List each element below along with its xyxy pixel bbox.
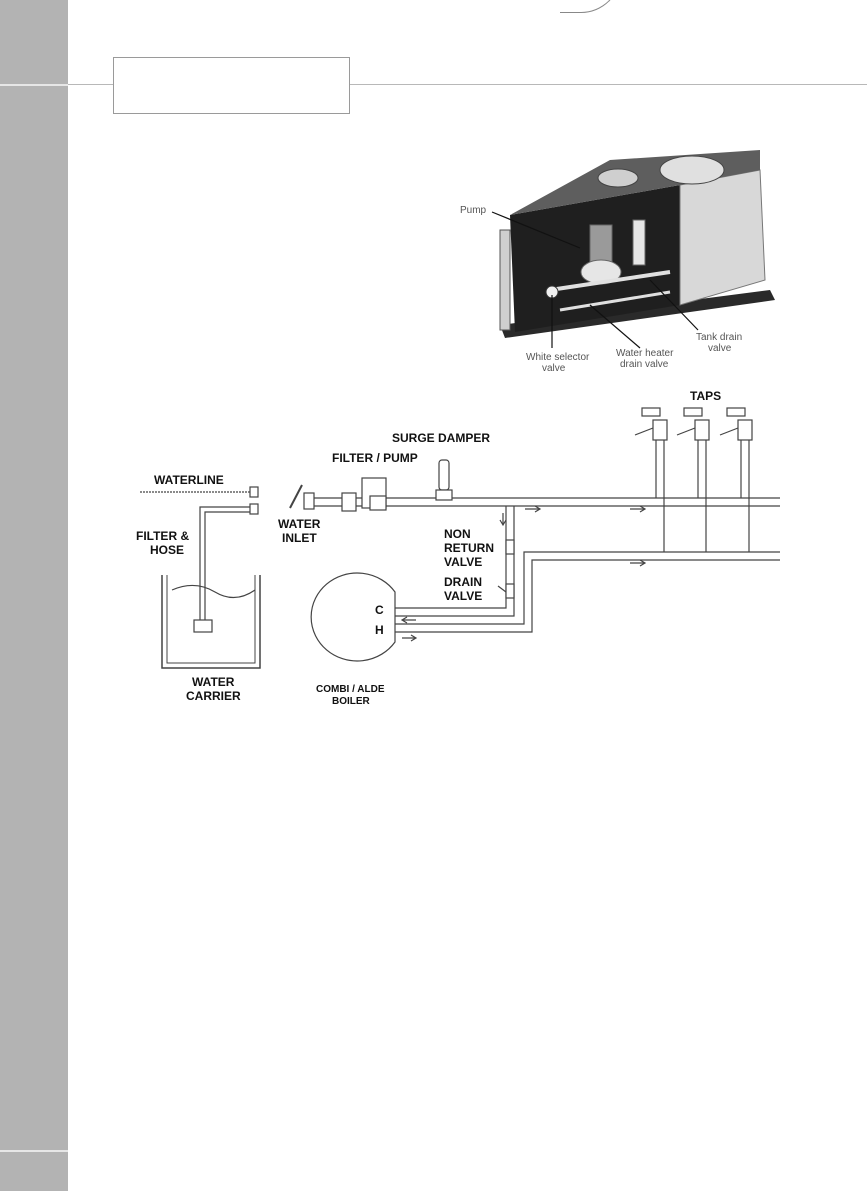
drain-valve-body xyxy=(506,584,514,598)
filter-hose-connector xyxy=(250,504,258,514)
water-unit-photo: Pump White selector valve Water heater d… xyxy=(440,140,780,380)
label-filter-hose-2: HOSE xyxy=(150,543,184,557)
water-inlet-socket xyxy=(304,493,314,509)
tap-3 xyxy=(720,408,752,552)
tap-1 xyxy=(635,408,667,552)
callout-pump: Pump xyxy=(460,205,487,216)
pump-base xyxy=(370,496,386,510)
filter-hose-line-b xyxy=(200,507,250,620)
callout-water-heater-1: Water heater xyxy=(616,348,674,359)
label-boiler-2: BOILER xyxy=(332,696,371,707)
label-boiler-1: COMBI / ALDE xyxy=(316,684,385,695)
label-drain-valve-2: VALVE xyxy=(444,589,482,603)
water-surface xyxy=(172,585,255,597)
section-title-box xyxy=(113,57,350,114)
surge-damper-body xyxy=(439,460,449,490)
photo-top-cap-small xyxy=(598,169,638,187)
label-water-inlet-2: INLET xyxy=(282,531,317,545)
callout-tank-drain-1: Tank drain xyxy=(696,332,742,343)
inline-filter xyxy=(342,493,356,511)
flow-arrow-1 xyxy=(525,506,540,512)
water-carrier-inner xyxy=(167,575,255,663)
label-surge-damper: SURGE DAMPER xyxy=(392,431,490,445)
boiler-body xyxy=(311,573,395,661)
waterline-connector xyxy=(250,487,258,497)
sidebar-notch-top xyxy=(0,84,68,86)
drain-valve-handle xyxy=(498,586,506,592)
header-arc xyxy=(560,0,621,13)
flow-arrow-hot-out xyxy=(402,635,416,641)
callout-tank-drain-2: valve xyxy=(708,343,732,354)
flow-arrow-down xyxy=(500,513,506,525)
label-drain-valve-1: DRAIN xyxy=(444,575,482,589)
water-inlet-lever xyxy=(290,485,302,508)
label-waterline: WATERLINE xyxy=(154,473,224,487)
photo-top-cap-large xyxy=(660,156,724,184)
sidebar-notch-bottom xyxy=(0,1150,68,1152)
label-non-return-3: VALVE xyxy=(444,555,482,569)
photo-tank-block xyxy=(680,170,765,305)
flow-arrow-cold-in xyxy=(402,617,416,623)
non-return-valve xyxy=(506,540,514,554)
label-non-return-2: RETURN xyxy=(444,541,494,555)
callout-white-selector-1: White selector xyxy=(526,352,590,363)
label-water-carrier-1: WATER xyxy=(192,675,235,689)
label-filter-pump: FILTER / PUMP xyxy=(332,451,418,465)
label-water-inlet-1: WATER xyxy=(278,517,321,531)
label-water-carrier-2: CARRIER xyxy=(186,689,241,703)
filter-head xyxy=(194,620,212,632)
filter-hose-line-a xyxy=(205,512,250,620)
label-taps: TAPS xyxy=(690,389,721,403)
label-non-return-1: NON xyxy=(444,527,471,541)
page-sidebar xyxy=(0,0,68,1191)
callout-water-heater-2: drain valve xyxy=(620,359,669,370)
label-hot: H xyxy=(375,623,384,637)
photo-pipe-vertical xyxy=(500,230,510,330)
callout-white-selector-2: valve xyxy=(542,363,566,374)
flow-arrow-3 xyxy=(630,560,645,566)
tap-2 xyxy=(677,408,709,552)
plumbing-diagram: TAPS SURGE DAMPER FILTER / PUMP WATERLIN… xyxy=(120,380,790,720)
flow-arrow-2 xyxy=(630,506,645,512)
label-cold: C xyxy=(375,603,384,617)
surge-damper-base xyxy=(436,490,452,500)
photo-surge-damper xyxy=(633,220,645,265)
label-filter-hose-1: FILTER & xyxy=(136,529,189,543)
